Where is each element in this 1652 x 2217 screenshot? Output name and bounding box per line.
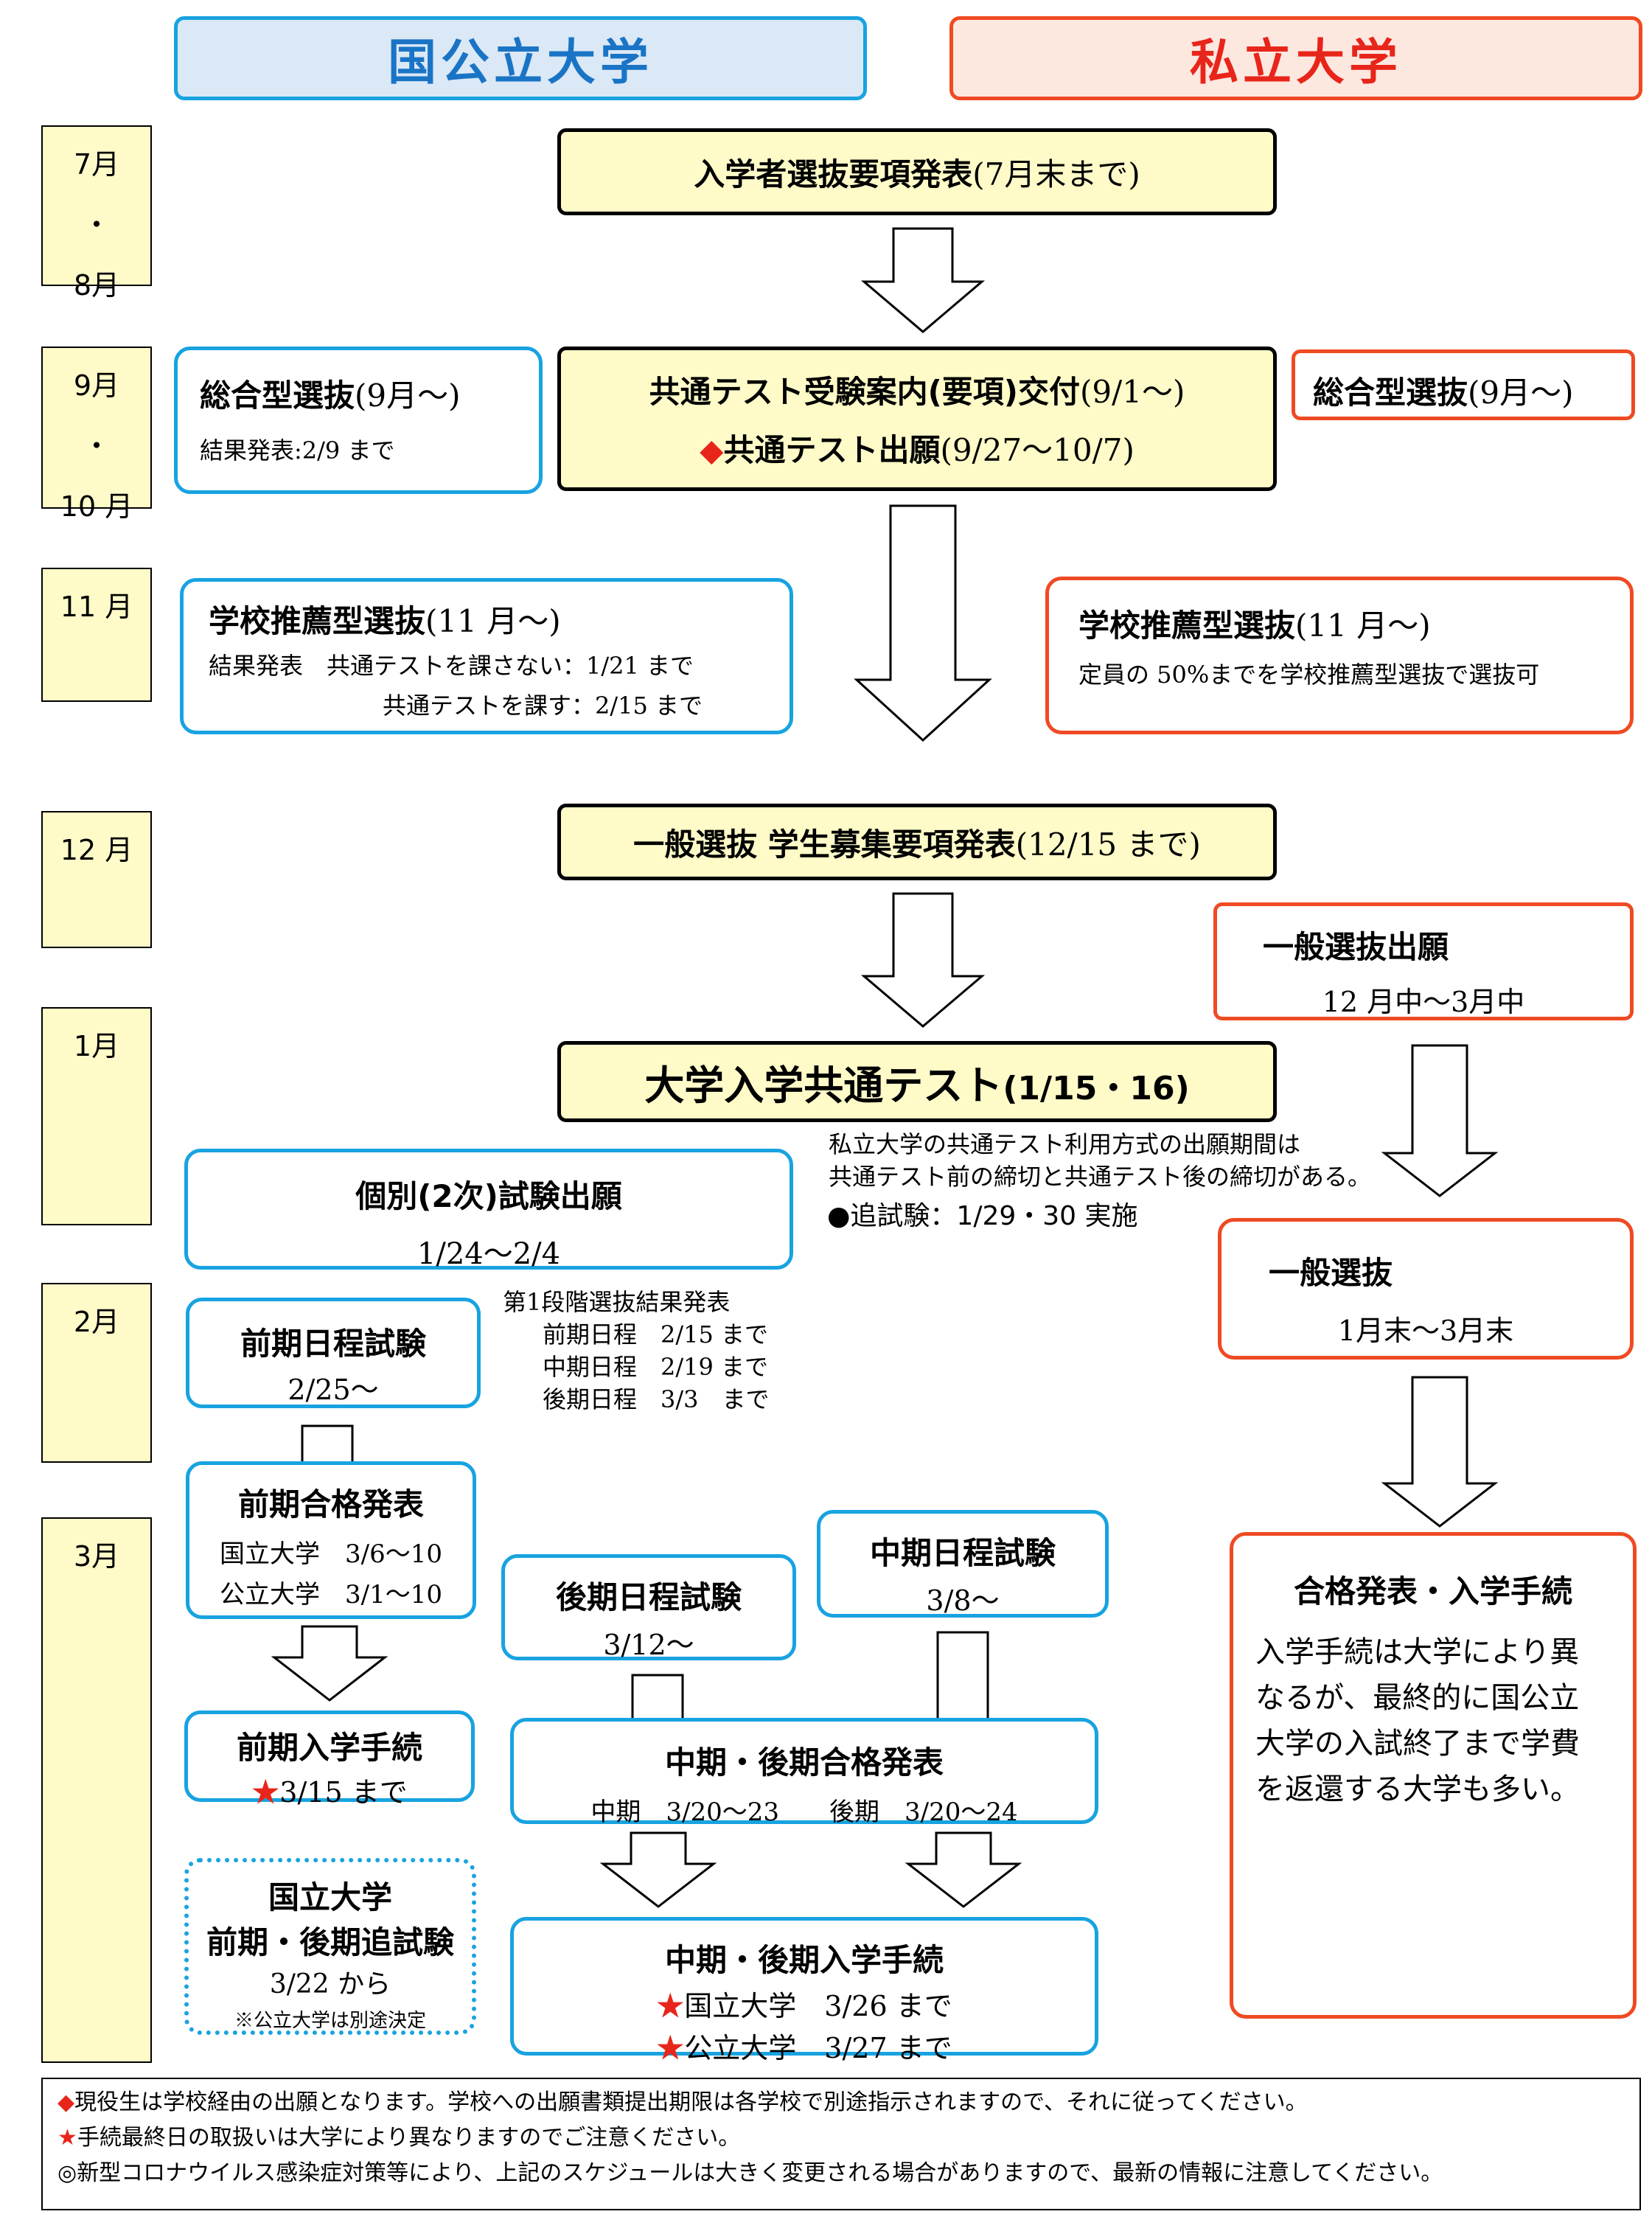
month-dec: 12 月 — [41, 811, 152, 948]
month-sep-oct: 9月・10 月 — [41, 347, 152, 523]
private-general-box: 一般選抜 1月末～3月末 — [1218, 1218, 1634, 1360]
down-arrow — [1381, 1376, 1499, 1528]
footer-notes: ◆現役生は学校経由の出願となります。学校への出願書類提出期限は各学校で別途指示さ… — [41, 2078, 1641, 2210]
star-mark: ★ — [656, 2032, 685, 2064]
test-guide-box: 共通テスト受験案内(要項)交付(9/1～) ◆共通テスト出願(9/27～10/7… — [557, 347, 1277, 491]
diamond-mark: ◆ — [57, 2089, 75, 2115]
public-suisen-box: 学校推薦型選抜(11 月～) 結果発表 共通テストを課さない：1/21 まで 共… — [180, 578, 793, 734]
down-arrow-long — [854, 504, 992, 742]
month-jan: 1月 — [41, 1007, 152, 1225]
down-arrow — [1381, 1044, 1499, 1197]
double-circle-mark: ◎ — [57, 2160, 77, 2186]
star-mark: ★ — [57, 2125, 77, 2151]
zenki-procedure-box: 前期入学手続 ★3/15 まで — [184, 1710, 475, 1809]
month-jul-aug: 7月・8月 — [41, 125, 152, 302]
down-arrow — [271, 1625, 388, 1702]
common-test-box: 大学入学共通テスト(1/15・16) — [557, 1041, 1277, 1122]
public-sogo-box: 総合型選抜(9月～) 結果発表:2/9 まで — [174, 347, 543, 494]
makeup-test-note: ●追試験：1/29・30 実施 — [827, 1201, 1138, 1231]
month-feb: 2月 — [41, 1283, 152, 1463]
connector-line — [301, 1424, 354, 1467]
chuki-exam-box: 中期日程試験 3/8～ — [817, 1510, 1109, 1618]
private-sogo-box: 総合型選抜(9月～) — [1292, 349, 1635, 420]
month-mar: 3月 — [41, 1517, 152, 2063]
zenki-pass-box: 前期合格発表 国立大学 3/6～10 公立大学 3/1～10 — [186, 1461, 476, 1619]
announcement-box: 入学者選抜要項発表(7月末まで) — [557, 128, 1277, 215]
makeup-exam-box: 国立大学 前期・後期追試験 3/22 から ※公立大学は別途決定 — [184, 1858, 476, 2035]
private-deadline-note: 私立大学の共通テスト利用方式の出願期間は 共通テスト前の締切と共通テスト後の締切… — [829, 1130, 1372, 1191]
private-pass-box: 合格発表・入学手続 入学手続は大学により異 なるが、最終的に国公立 大学の入試終… — [1230, 1532, 1637, 2019]
star-mark: ★ — [656, 1990, 685, 2022]
stage1-result-note: 第1段階選抜結果発表 前期日程 2/15 まで 中期日程 2/19 まで 後期日… — [503, 1288, 770, 1413]
down-arrow — [860, 227, 986, 333]
diamond-mark: ◆ — [700, 432, 724, 468]
private-apply-box: 一般選抜出願 12 月中～3月中 — [1213, 902, 1634, 1020]
general-selection-announcement: 一般選抜 学生募集要項発表(12/15 まで) — [557, 804, 1277, 880]
down-arrow — [860, 892, 986, 1028]
month-nov: 11 月 — [41, 568, 152, 702]
private-university-header: 私立大学 — [949, 16, 1642, 100]
public-university-header: 国公立大学 — [174, 16, 867, 100]
connector-line — [936, 1631, 989, 1718]
mid-late-procedure-box: 中期・後期入学手続 ★国立大学 3/26 まで ★公立大学 3/27 まで — [510, 1917, 1098, 2064]
connector-line — [631, 1674, 684, 1718]
kouki-exam-box: 後期日程試験 3/12～ — [501, 1554, 796, 1661]
down-arrow — [599, 1831, 717, 1908]
mid-late-pass-box: 中期・後期合格発表 中期 3/20～23 後期 3/20～24 — [510, 1718, 1098, 1827]
zenki-exam-box: 前期日程試験 2/25～ — [186, 1298, 481, 1408]
star-mark: ★ — [251, 1776, 280, 1809]
private-suisen-box: 学校推薦型選抜(11 月～) 定員の 50%までを学校推薦型選抜で選抜可 — [1045, 577, 1634, 734]
kobetsu-application-box: 個別(2次)試験出願 1/24～2/4 — [184, 1149, 793, 1271]
down-arrow — [905, 1831, 1022, 1908]
